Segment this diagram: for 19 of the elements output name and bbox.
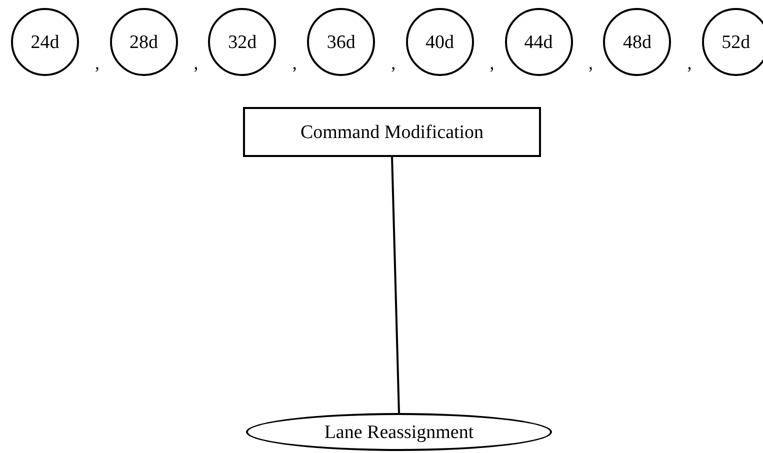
- separator-comma: ,: [95, 54, 100, 72]
- node-text: 52d: [722, 32, 750, 52]
- separator-comma: ,: [391, 54, 396, 72]
- node-text: Lane Reassignment: [324, 422, 474, 442]
- node-text: 36d: [326, 32, 356, 52]
- separator-comma: ,: [588, 54, 593, 72]
- node-text: Command Modification: [300, 122, 484, 142]
- node-text: 44d: [524, 32, 553, 52]
- separator-comma: ,: [490, 54, 494, 72]
- rectangle-node: [243, 107, 541, 157]
- node-text: 32d: [228, 32, 257, 52]
- node-text: 24d: [30, 32, 60, 52]
- node-text: 48d: [622, 32, 652, 52]
- node-text: 40d: [426, 32, 454, 52]
- node-text: 28d: [129, 32, 158, 52]
- separator-comma: ,: [292, 54, 297, 72]
- separator-comma: ,: [687, 54, 692, 72]
- connector-line: [391, 156, 400, 414]
- separator-comma: ,: [194, 54, 198, 72]
